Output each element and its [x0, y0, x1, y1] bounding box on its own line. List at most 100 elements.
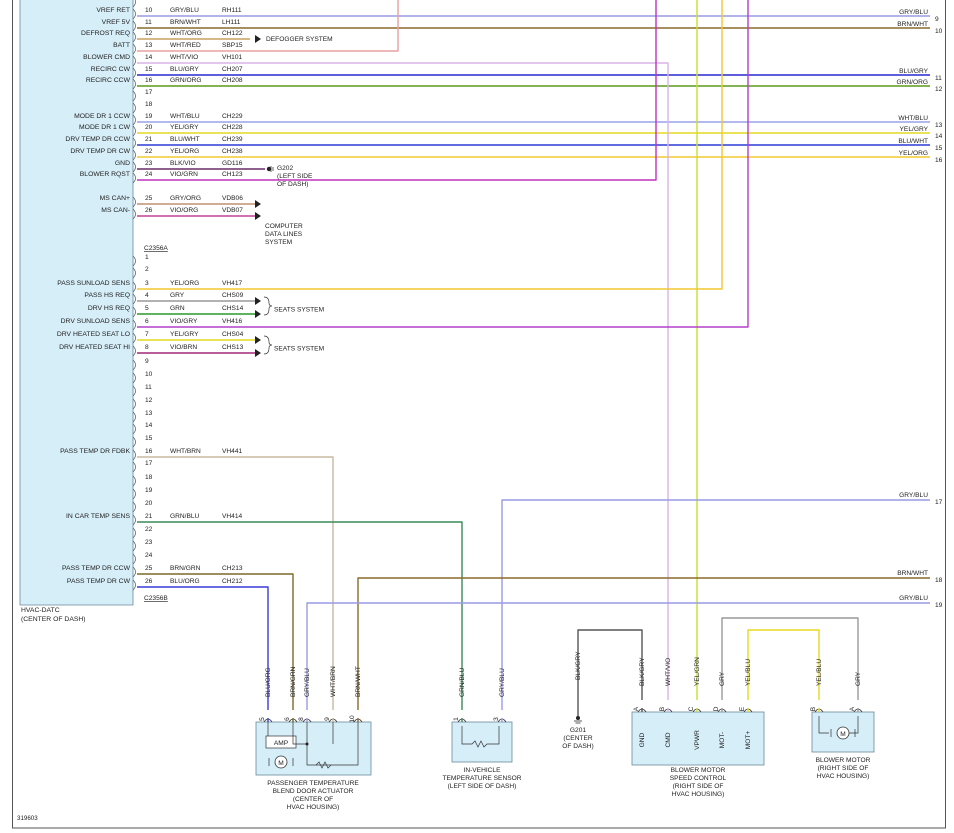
connector-a-pin-label: DEFROST REQ [81, 30, 130, 37]
wire-end-number: 9 [935, 16, 939, 23]
connector-a-pin-24-bracket [132, 172, 136, 184]
connector-b-pin-number: 23 [145, 539, 153, 546]
blower-motor-motor-symbol [836, 726, 850, 740]
blend-actuator-wire-color: BLU/ORG [265, 667, 272, 697]
ground-g201-label: OF DASH) [562, 743, 594, 750]
connector-b-pin-11-bracket [132, 385, 136, 397]
connector-a-pin-12-bracket [132, 31, 136, 43]
connector-b-circuit-id: VH414 [222, 513, 242, 520]
speed-control-caption: BLOWER MOTOR [671, 767, 726, 774]
connector-a-wire-color: WHT/VIO [170, 54, 198, 61]
connector-b-pin-7-bracket [132, 332, 136, 344]
seats-brace-2 [263, 335, 273, 355]
connector-a-circuit-id: RH111 [222, 7, 242, 14]
ground-g201-bars [574, 720, 582, 724]
connector-a-pin-number: 13 [145, 42, 153, 49]
connector-a-pin-label: RECIRC CCW [86, 77, 131, 84]
blend-actuator-pin-8-pin-id: 8 [298, 717, 305, 721]
g201-wire-color: BLK/GRY [575, 651, 582, 680]
temp-sensor-caption: TEMPERATURE SENSOR [442, 775, 521, 782]
connector-a-circuit-id: SBP15 [222, 42, 243, 49]
wire-end-number: 18 [935, 577, 943, 584]
temp-sensor-caption: IN-VEHICLE [463, 767, 501, 774]
connector-b-pin-number: 10 [145, 371, 153, 378]
connector-b-pin-number: 22 [145, 526, 153, 533]
connector-b-pin-number: 9 [145, 358, 149, 365]
connector-a-pin-number: 26 [145, 207, 153, 214]
connector-b-wire-color: VIO/GRY [170, 318, 198, 325]
speed-control-wire-color: GRY [719, 671, 726, 686]
wire-VH417 [137, 0, 723, 290]
ground-g202-symbol [266, 166, 272, 172]
blower-motor-caption: (RIGHT SIDE OF [818, 765, 869, 772]
connector-a-pin-label: BLOWER RQST [80, 171, 130, 178]
connector-a-pin-number: 15 [145, 66, 153, 73]
arrow-seats [255, 297, 261, 305]
connector-a-circuit-id: VH101 [222, 54, 242, 61]
wire-right-18 [357, 577, 930, 710]
connector-b-pin-label: DRV HEATED SEAT LO [57, 331, 130, 338]
connector-b-pin-6-bracket [132, 319, 136, 331]
connector-a-pin-15-bracket [132, 67, 136, 79]
blend-actuator-motor-brackets [268, 758, 294, 766]
connector-a-pin-number: 14 [145, 54, 153, 61]
potentiometer-symbol [315, 761, 332, 769]
connector-b-wire-color: GRN/BLU [170, 513, 200, 520]
connector-a-circuit-id: CH207 [222, 66, 243, 73]
wire-CH213 [137, 573, 294, 710]
connector-a-pin-10-bracket [132, 8, 136, 20]
connector-a-pin-11-bracket [132, 20, 136, 32]
speed-control-pin-func: MOT+ [745, 731, 752, 750]
connector-a-pin-number: 19 [145, 113, 153, 120]
connector-a-pin-number: 20 [145, 124, 153, 131]
figure-number: 319603 [17, 815, 38, 822]
component-layer [255, 708, 875, 776]
connector-b-pin-20-bracket [132, 501, 136, 513]
connector-a-wire-color: GRY/BLU [170, 7, 199, 14]
connector-a-pin-label: BLOWER CMD [83, 54, 130, 61]
connector-a-circuit-id: CH239 [222, 136, 243, 143]
blend-actuator-caption: (CENTER OF [293, 796, 333, 803]
wire-color-right: GRY/BLU [899, 492, 928, 499]
wire-CH212 [137, 586, 269, 710]
connector-a-pin-17-bracket [132, 90, 136, 102]
connector-b-pin-label: PASS TEMP DR CW [67, 578, 131, 585]
arrow-seats [255, 349, 261, 357]
connector-b-pin-12-bracket [132, 398, 136, 410]
speed-control-pin-D-pin-id: D [713, 706, 720, 711]
connector-a-pin-18-bracket [132, 102, 136, 114]
wire-end-number: 11 [935, 75, 942, 82]
connector-b-pin-label: DRV SUNLOAD SENS [61, 318, 131, 325]
connector-b-circuit-id: CHS04 [222, 331, 244, 338]
connector-a-pin-25-bracket [132, 196, 136, 208]
speed-control-wire-color: YEL/GRN [694, 657, 701, 686]
diagram-frame [12, 0, 946, 829]
connector-b-pin-4-bracket [132, 293, 136, 305]
connector-b-pin-21-bracket [132, 514, 136, 526]
connector-a-pin-number: 25 [145, 195, 153, 202]
wire-color-right: YEL/ORG [899, 150, 928, 157]
connector-a-pin-number: 24 [145, 171, 153, 178]
connector-b-pin-22-bracket [132, 527, 136, 539]
connector-b-pin-15-bracket [132, 436, 136, 448]
connector-a-pin-21-bracket [132, 137, 136, 149]
connector-b-pin-number: 21 [145, 513, 153, 520]
connector-a-pin-number: 16 [145, 77, 153, 84]
connector-b-wire-color: BLU/ORG [170, 578, 200, 585]
connector-b-wire-color: BRN/GRN [170, 565, 201, 572]
amp-box [265, 735, 297, 749]
connector-b-wire-color: GRY [170, 292, 185, 299]
connector-a-pin-label: DRV TEMP DR CCW [65, 136, 130, 143]
hvac-module-box [19, 0, 134, 606]
blower-motor-pin-A-pin-id: A [849, 706, 856, 711]
ground-g202-label: (LEFT SIDE [277, 173, 313, 180]
blower-motor-wire-color: YEL/BLU [816, 659, 823, 686]
connector-b-circuit-id: CH213 [222, 565, 243, 572]
seats-system-label-1: SEATS SYSTEM [274, 307, 324, 314]
temp-sensor-wire-color: GRN/BLU [459, 667, 466, 697]
wire-SBP15 [137, 0, 399, 52]
blower-motor-motor-brackets [830, 729, 856, 737]
connector-b-pin-label: PASS SUNLOAD SENS [57, 280, 130, 287]
wire-end-number: 15 [935, 145, 943, 152]
